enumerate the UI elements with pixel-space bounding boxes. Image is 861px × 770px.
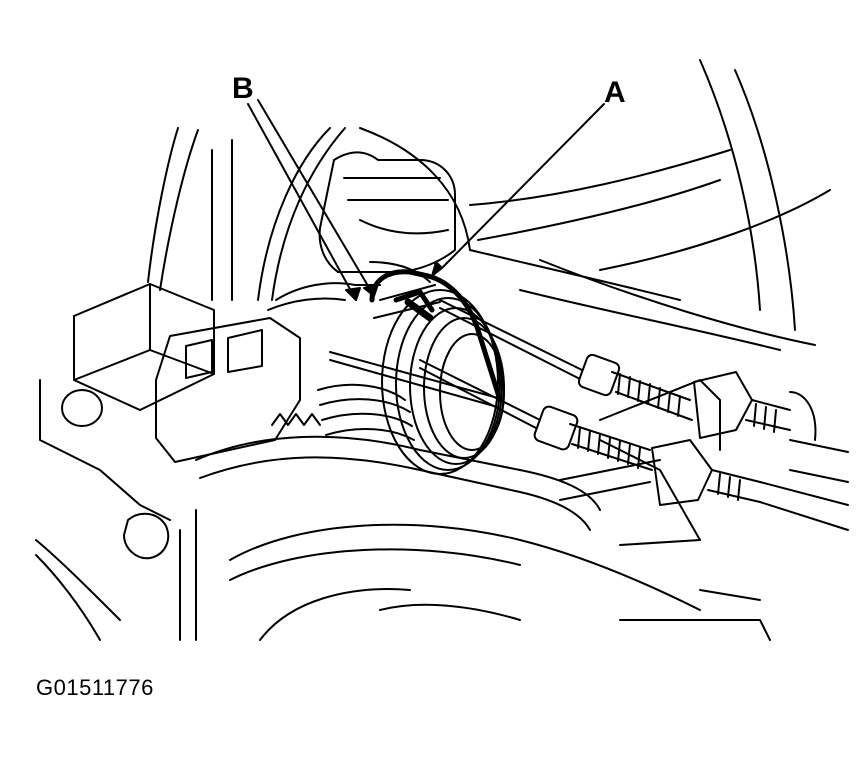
background-hoses [147, 59, 831, 351]
throttle-body-illustration [35, 59, 849, 641]
throttle-drum [373, 284, 505, 475]
figure-code: G01511776 [36, 675, 154, 700]
upper-cable-thread [577, 353, 849, 483]
callout-label-a: A [604, 76, 626, 109]
callout-a-leader [431, 103, 605, 277]
gear-teeth [271, 383, 415, 441]
sensor-connector [61, 283, 301, 463]
throttle-body-housing [267, 151, 456, 311]
lower-cable-thread [533, 405, 849, 531]
cable-bracket [559, 379, 721, 546]
callout-b-leader [247, 99, 379, 301]
throttle-cables [329, 299, 583, 429]
lower-frame [35, 379, 771, 641]
callout-label-b: B [232, 72, 254, 105]
